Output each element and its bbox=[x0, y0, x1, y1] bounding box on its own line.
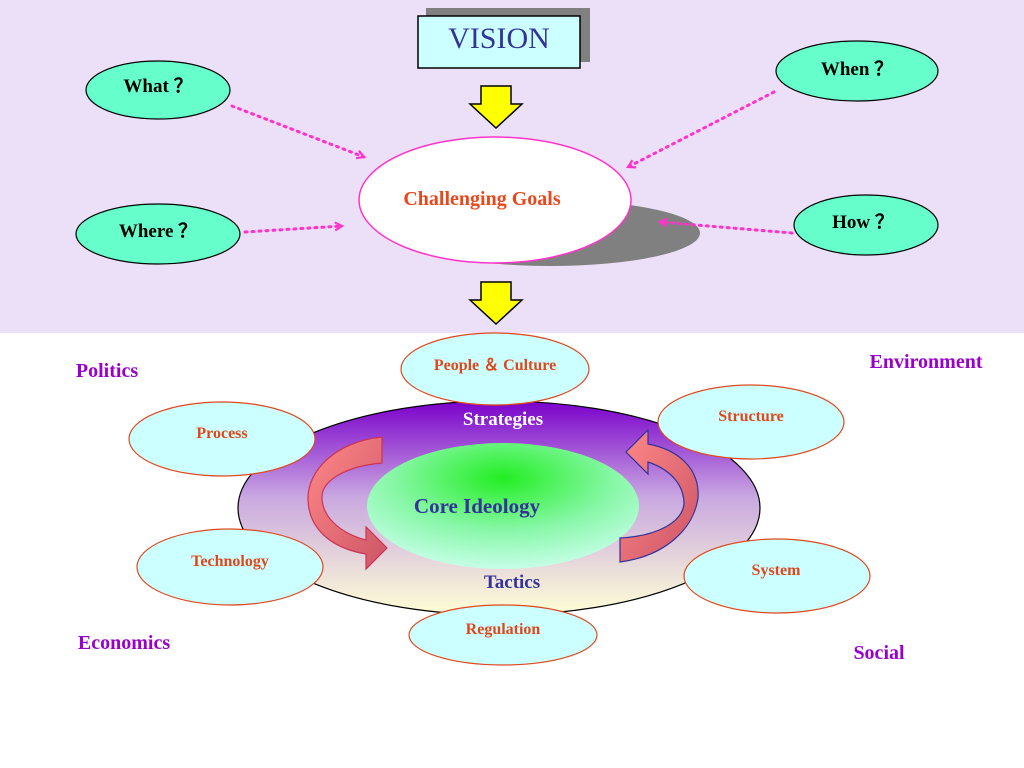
element-technology-label: Technology bbox=[191, 553, 269, 570]
vision-box-face bbox=[417, 15, 581, 69]
element-people-culture-label: People ＆ Culture bbox=[434, 357, 556, 374]
element-process: Process bbox=[128, 401, 316, 477]
element-system-label: System bbox=[752, 562, 802, 579]
dotted-arrow-icon bbox=[628, 90, 776, 169]
force-social-label: Social bbox=[853, 642, 905, 664]
force-environment-label: Environment bbox=[870, 351, 983, 373]
block-arrow-down-icon bbox=[468, 85, 524, 130]
element-structure-label: Structure bbox=[718, 408, 783, 425]
element-system: System bbox=[683, 538, 871, 614]
goal-ellipse bbox=[358, 136, 632, 264]
strategies-label: Strategies bbox=[463, 409, 543, 430]
question-what-label: What ？ bbox=[123, 76, 192, 97]
curved-arrow-icon bbox=[307, 436, 388, 571]
goal-label: Challenging Goals bbox=[403, 188, 560, 210]
dotted-arrow-icon bbox=[243, 226, 342, 234]
question-when: When ？ bbox=[775, 40, 939, 102]
force-economics-label: Economics bbox=[78, 632, 170, 654]
element-people-culture: People ＆ Culture bbox=[400, 332, 590, 406]
curved-arrow-icon bbox=[619, 428, 699, 563]
block-arrow-down-icon bbox=[468, 281, 524, 326]
question-when-label: When ？ bbox=[821, 59, 893, 80]
question-where: Where ？ bbox=[75, 203, 241, 265]
question-where-label: Where ？ bbox=[119, 221, 197, 242]
question-what: What ？ bbox=[85, 60, 231, 120]
dotted-arrow-icon bbox=[660, 222, 794, 235]
element-regulation-label: Regulation bbox=[466, 621, 541, 638]
element-regulation: Regulation bbox=[408, 604, 598, 666]
question-how: How ？ bbox=[793, 194, 939, 256]
core-ideology-label: Core Ideology bbox=[414, 494, 541, 518]
question-how-label: How ？ bbox=[832, 212, 894, 233]
vision-title: VISION bbox=[448, 22, 550, 55]
element-process-label: Process bbox=[196, 425, 247, 442]
element-technology: Technology bbox=[136, 528, 324, 606]
tactics-label: Tactics bbox=[484, 572, 540, 593]
dotted-arrow-icon bbox=[230, 104, 364, 157]
force-politics-label: Politics bbox=[76, 360, 138, 382]
element-structure: Structure bbox=[657, 384, 845, 460]
vision-box: VISION bbox=[417, 8, 590, 69]
core-ideology-ellipse bbox=[367, 443, 639, 569]
